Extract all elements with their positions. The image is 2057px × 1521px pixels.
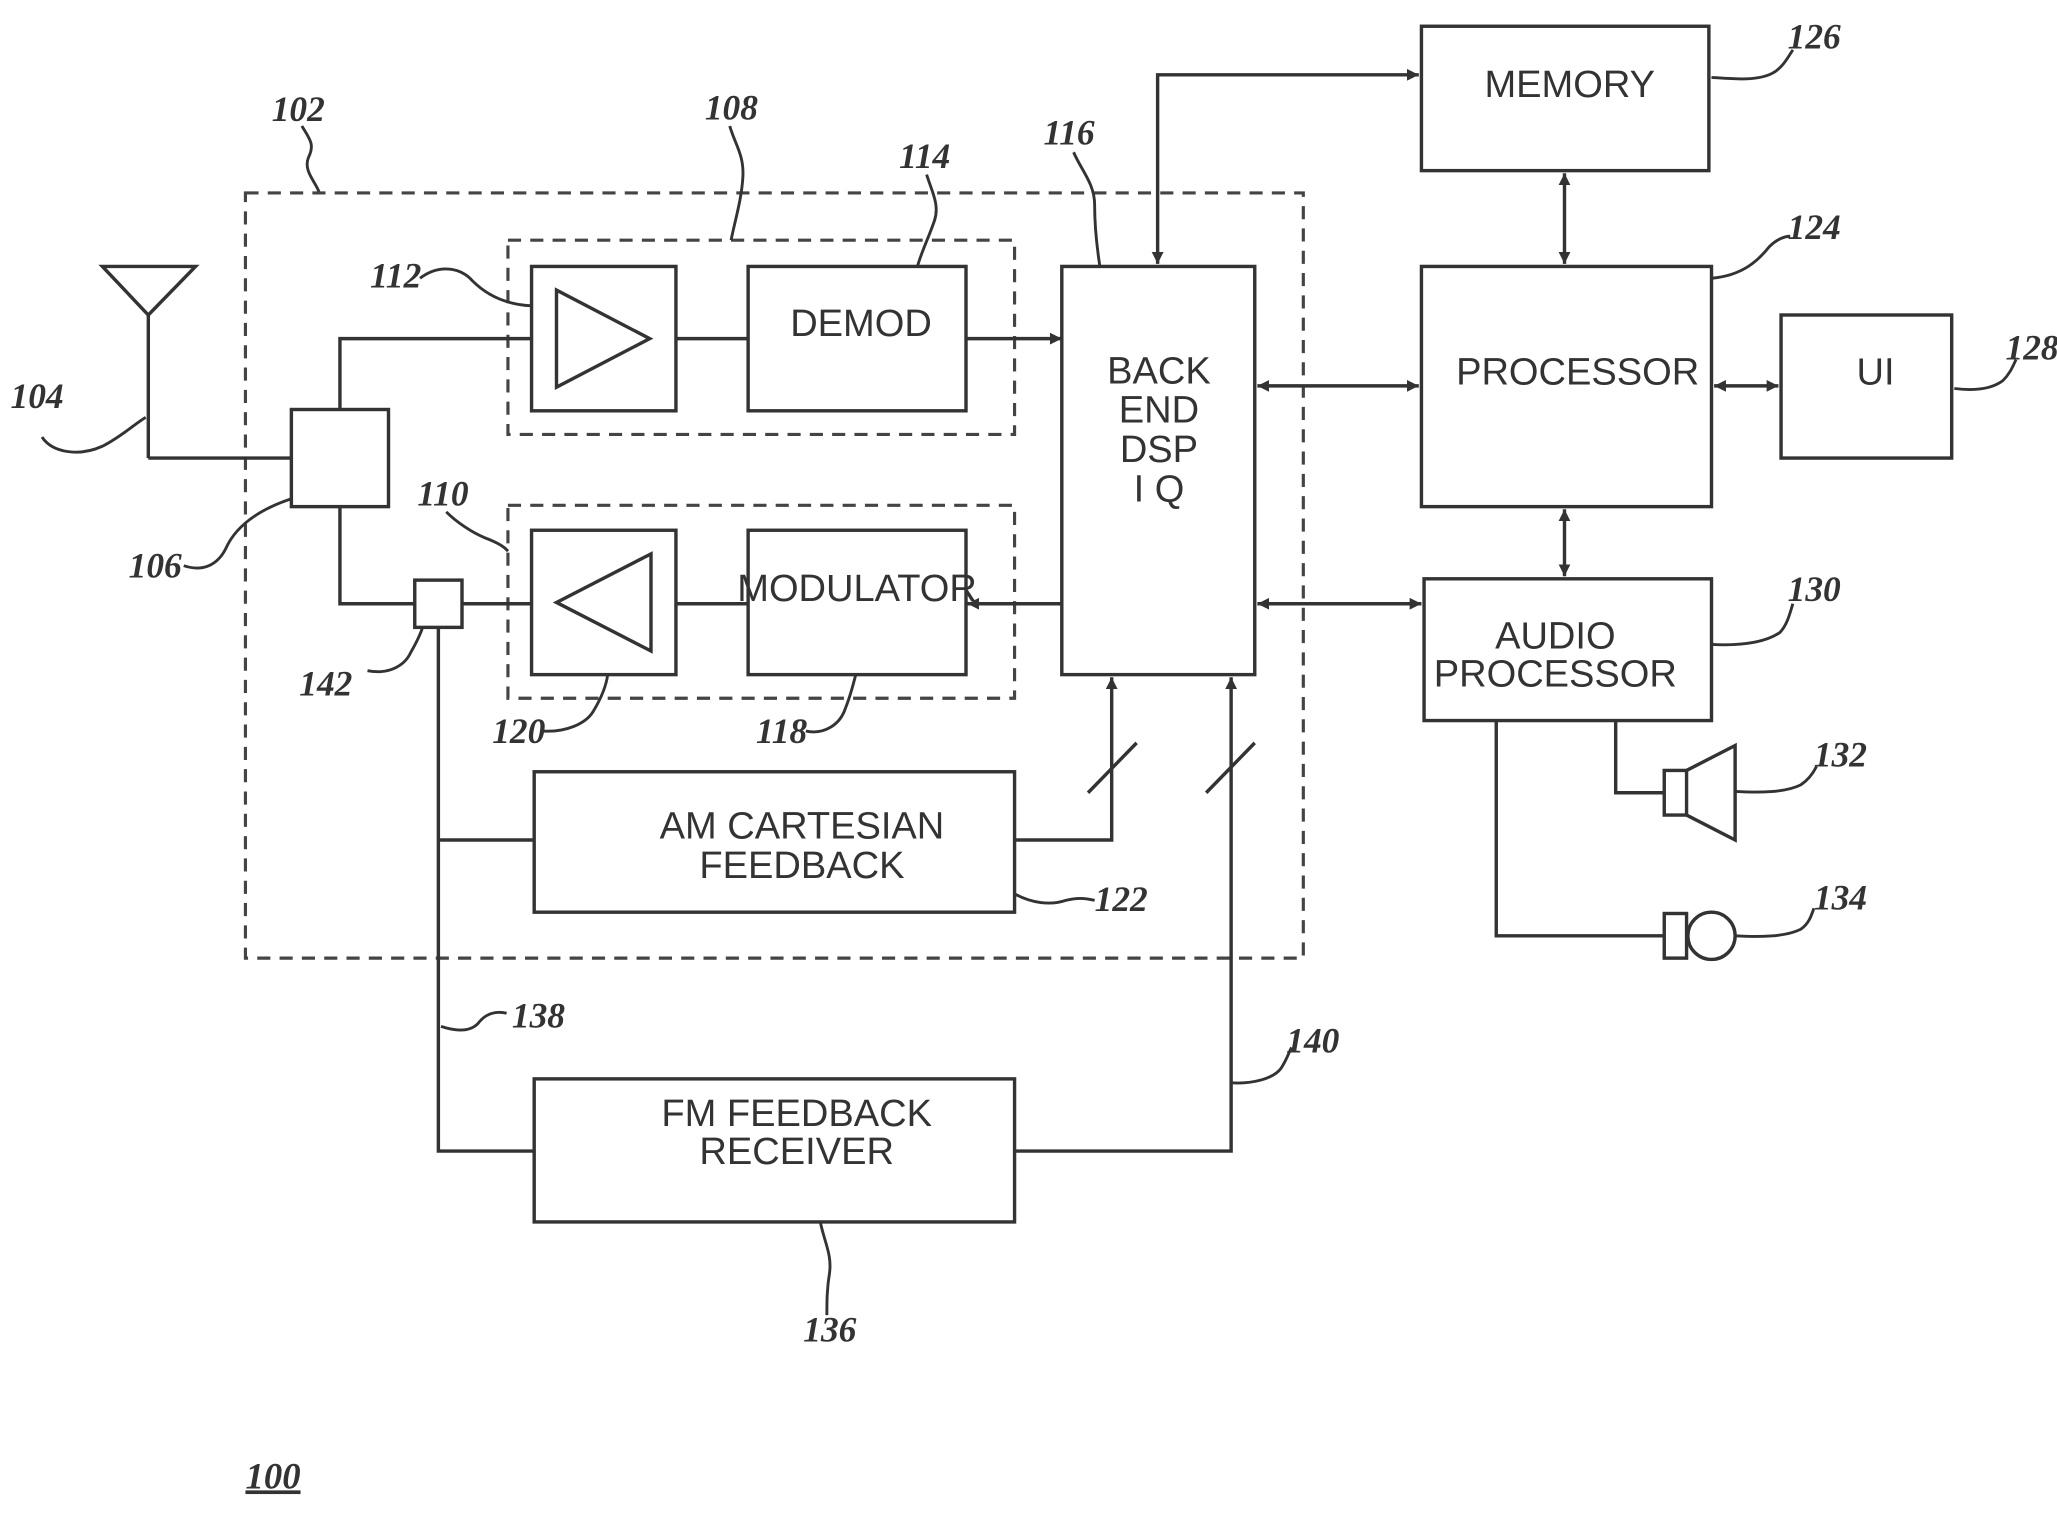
leader-138 [441, 1012, 507, 1030]
leader-114 [917, 175, 936, 267]
ref-138: 138 [512, 996, 565, 1036]
tx-path-wire [340, 507, 415, 604]
leader-102 [302, 126, 319, 192]
speaker-icon [1664, 746, 1735, 841]
microphone-icon [1664, 912, 1735, 959]
ref-134: 134 [1814, 878, 1867, 918]
feedback-tap-wire [438, 627, 534, 1151]
ref-108: 108 [705, 87, 758, 127]
ref-126: 126 [1788, 17, 1841, 57]
leader-140 [1231, 1047, 1291, 1083]
leader-126 [1712, 50, 1793, 79]
audio-processor-label-1: AUDIO [1495, 615, 1616, 657]
fm-feedback-label-1: FM FEEDBACK [661, 1093, 932, 1135]
power-amplifier-block [532, 530, 676, 674]
back-end-label-1: BACK [1107, 350, 1211, 392]
duplexer-block [291, 410, 388, 507]
ref-114: 114 [899, 136, 950, 176]
leader-136 [820, 1222, 830, 1315]
ui-label: UI [1857, 352, 1895, 394]
leader-106 [184, 499, 292, 568]
lna-block [532, 266, 676, 410]
am-feedback-to-dsp-wire [1015, 677, 1112, 840]
leader-112 [420, 269, 532, 306]
leader-130 [1712, 604, 1793, 645]
figure-label: 100 [245, 1455, 300, 1496]
leader-108 [730, 126, 743, 240]
demod-label: DEMOD [790, 303, 932, 345]
back-end-label-3: DSP [1120, 429, 1198, 471]
ref-136: 136 [803, 1309, 856, 1349]
ref-110: 110 [417, 473, 468, 513]
fm-feedback-label-2: RECEIVER [699, 1131, 894, 1173]
leader-110 [446, 512, 508, 551]
ref-140: 140 [1286, 1021, 1339, 1061]
leader-124 [1712, 236, 1791, 278]
leader-134 [1735, 908, 1814, 936]
audio-mic-wire [1496, 721, 1664, 936]
ref-142: 142 [299, 664, 352, 704]
memory-label: MEMORY [1484, 64, 1655, 106]
rx-path-wire [340, 339, 532, 410]
audio-processor-label-2: PROCESSOR [1434, 653, 1677, 695]
ref-118: 118 [756, 711, 807, 751]
back-end-label-4: I Q [1134, 468, 1185, 510]
audio-speaker-wire [1616, 721, 1665, 793]
am-feedback-label-2: FEEDBACK [699, 845, 904, 887]
processor-label: PROCESSOR [1456, 352, 1699, 394]
ref-132: 132 [1814, 735, 1867, 775]
back-end-label-2: END [1119, 390, 1199, 432]
ref-106: 106 [129, 546, 182, 586]
leader-132 [1735, 767, 1816, 793]
am-feedback-label-1: AM CARTESIAN [660, 806, 945, 848]
coupler-block [415, 580, 462, 627]
ref-104: 104 [11, 376, 64, 416]
ref-116: 116 [1043, 112, 1094, 152]
leader-104 [42, 417, 146, 452]
ref-120: 120 [492, 711, 545, 751]
ref-128: 128 [2006, 328, 2057, 368]
leader-118 [806, 675, 856, 732]
ref-130: 130 [1788, 569, 1841, 609]
leader-142 [368, 627, 423, 671]
leader-116 [1074, 152, 1100, 266]
ref-122: 122 [1095, 879, 1148, 919]
leader-120 [543, 675, 607, 732]
ref-112: 112 [370, 255, 421, 295]
ref-124: 124 [1788, 207, 1841, 247]
ref-102: 102 [272, 89, 325, 129]
modulator-label: MODULATOR [737, 568, 977, 610]
dsp-memory-wire [1158, 75, 1419, 264]
leader-122 [1015, 894, 1095, 903]
